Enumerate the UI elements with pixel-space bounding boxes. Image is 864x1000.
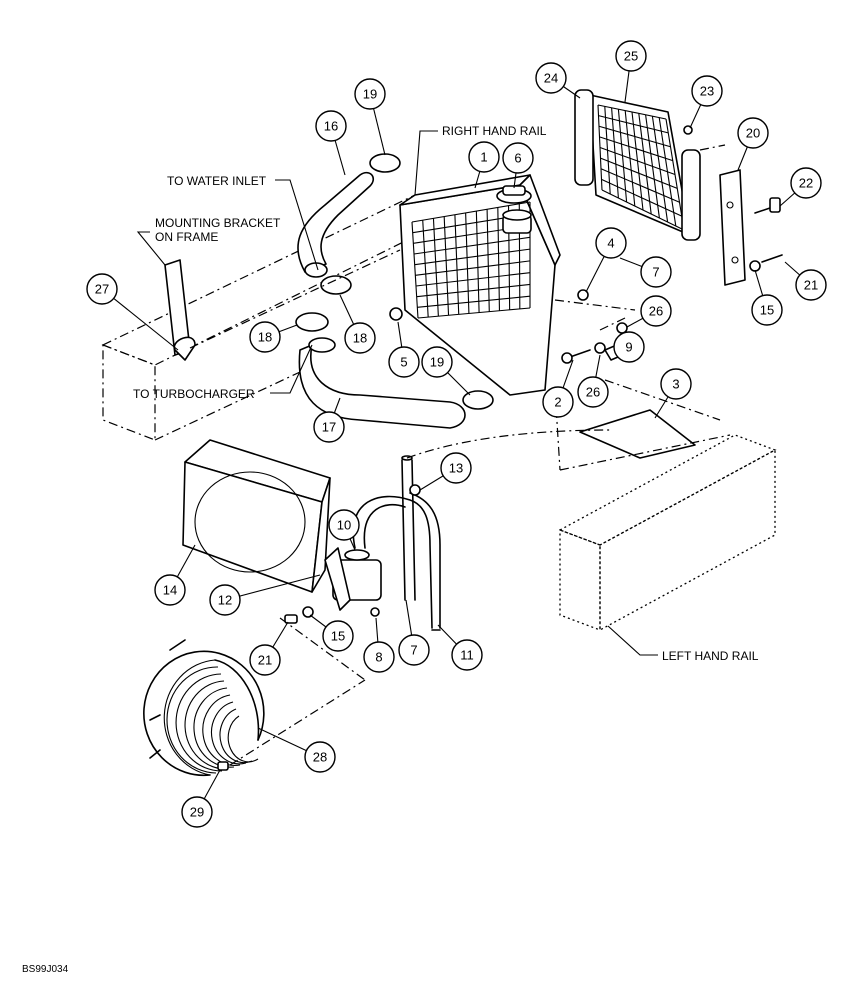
- callout-number: 18: [353, 331, 367, 346]
- callout-4: 4: [585, 227, 627, 293]
- callout-7: 7: [398, 599, 430, 666]
- callout-2: 2: [542, 359, 574, 418]
- callout-number: 17: [322, 420, 336, 435]
- drawing-code: BS99J034: [22, 964, 69, 975]
- hose-clamps: [295, 153, 494, 410]
- callout-number: 26: [586, 385, 600, 400]
- callout-number: 8: [375, 650, 382, 665]
- overflow-hoses: [352, 429, 611, 631]
- callout-24: 24: [535, 62, 581, 99]
- callout-number: 26: [649, 304, 663, 319]
- callout-28: 28: [257, 727, 336, 773]
- callout-19: 19: [354, 78, 386, 156]
- text-labels: RIGHT HAND RAIL TO WATER INLET MOUNTING …: [22, 124, 759, 975]
- callout-number: 7: [652, 265, 659, 280]
- callout-26: 26: [577, 354, 609, 408]
- label-leaders: [136, 130, 658, 656]
- callout-12: 12: [209, 574, 321, 616]
- callout-17: 17: [313, 397, 345, 443]
- callout-11: 11: [437, 624, 483, 671]
- callout-number: 25: [624, 49, 638, 64]
- callout-26: 26: [626, 295, 672, 328]
- callout-13: 13: [419, 452, 472, 491]
- callout-3: 3: [654, 368, 692, 419]
- callout-29: 29: [181, 769, 221, 828]
- callout-number: 13: [449, 461, 463, 476]
- callout-19: 19: [421, 346, 471, 396]
- label-on-frame: ON FRAME: [155, 230, 218, 244]
- callout-number: 1: [480, 150, 487, 165]
- callout-10: 10: [328, 509, 360, 551]
- callout-number: 22: [799, 176, 813, 191]
- coolant-reservoir: [324, 547, 382, 611]
- callout-number: 10: [337, 518, 351, 533]
- callout-7: 7: [619, 256, 672, 288]
- callout-23: 23: [689, 75, 723, 129]
- callout-number: 29: [190, 805, 204, 820]
- callout-15: 15: [751, 269, 783, 326]
- callout-18: 18: [249, 321, 298, 353]
- callout-27: 27: [86, 273, 179, 351]
- baffle-plate: [579, 409, 696, 459]
- left-hand-rail: [558, 434, 777, 632]
- callout-number: 15: [331, 629, 345, 644]
- upper-hose: [297, 171, 375, 278]
- callout-25: 25: [615, 40, 647, 103]
- callout-20: 20: [737, 117, 769, 171]
- callout-15: 15: [309, 614, 354, 652]
- callout-number: 12: [218, 593, 232, 608]
- callout-14: 14: [154, 544, 196, 606]
- cooler-bracket: [719, 169, 746, 286]
- callout-number: 15: [760, 303, 774, 318]
- callout-number: 23: [700, 84, 714, 99]
- label-right-hand-rail: RIGHT HAND RAIL: [442, 124, 547, 138]
- callout-number: 21: [804, 278, 818, 293]
- callout-number: 16: [324, 119, 338, 134]
- callout-number: 9: [625, 340, 632, 355]
- label-to-water-inlet: TO WATER INLET: [167, 174, 267, 188]
- callout-9: 9: [613, 331, 645, 363]
- label-left-hand-rail: LEFT HAND RAIL: [662, 649, 759, 663]
- callout-number: 6: [514, 151, 521, 166]
- mounting-bracket: [164, 259, 196, 361]
- callout-number: 27: [95, 282, 109, 297]
- oil-cooler: [574, 89, 701, 241]
- callout-18: 18: [339, 294, 376, 354]
- callout-number: 4: [607, 236, 614, 251]
- callout-number: 14: [163, 583, 177, 598]
- callout-number: 7: [410, 643, 417, 658]
- label-mounting-bracket: MOUNTING BRACKET: [155, 216, 281, 230]
- callout-number: 2: [554, 395, 561, 410]
- radiator-cap: [496, 185, 532, 204]
- callout-21: 21: [249, 621, 289, 676]
- callout-21: 21: [784, 261, 827, 301]
- fan-guard: [143, 639, 265, 777]
- callout-number: 21: [258, 653, 272, 668]
- fan-shroud: [182, 439, 331, 593]
- callout-1: 1: [468, 141, 500, 189]
- callout-5: 5: [388, 321, 420, 378]
- callout-number: 20: [746, 126, 760, 141]
- label-to-turbocharger: TO TURBOCHARGER: [133, 387, 255, 401]
- callout-6: 6: [502, 142, 534, 189]
- callout-8: 8: [363, 617, 395, 673]
- callout-number: 19: [363, 87, 377, 102]
- callout-number: 11: [460, 648, 474, 663]
- callout-16: 16: [315, 110, 347, 176]
- callout-number: 18: [258, 330, 272, 345]
- lower-hose: [298, 337, 466, 429]
- callout-number: 3: [672, 377, 679, 392]
- callout-number: 28: [313, 750, 327, 765]
- callout-22: 22: [779, 167, 822, 207]
- callout-number: 5: [400, 355, 407, 370]
- callout-number: 19: [430, 355, 444, 370]
- callout-number: 24: [544, 71, 558, 86]
